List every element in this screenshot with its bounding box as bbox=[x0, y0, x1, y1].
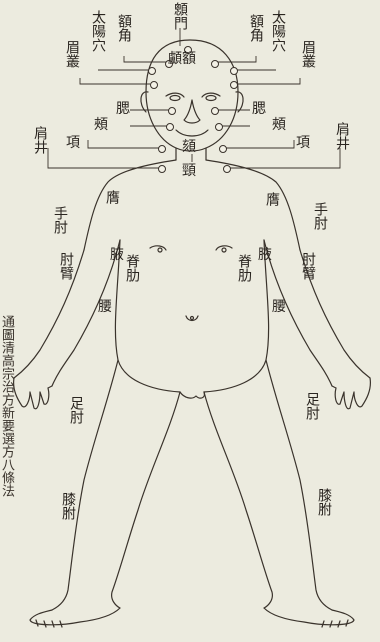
label-sai-right: 腮 bbox=[252, 102, 266, 117]
label-zu-zhou-right: 足肘 bbox=[304, 392, 319, 420]
label-lu-e: 顱額 bbox=[168, 52, 196, 67]
left-leg-outer bbox=[52, 360, 118, 610]
label-sai-left: 腮 bbox=[116, 102, 130, 117]
label-shou-zhou-left: 手肘 bbox=[52, 206, 67, 234]
label-jian-jing-right: 肩井 bbox=[334, 122, 349, 150]
point-xiang-left bbox=[158, 145, 166, 153]
label-xiang-left: 項 bbox=[66, 136, 80, 151]
label-mei-cong-left: 眉叢 bbox=[64, 40, 79, 68]
label-ji-lei-right: 脊肋 bbox=[236, 254, 251, 282]
torso-right bbox=[206, 160, 300, 250]
label-xin-men: 顖門 bbox=[172, 2, 187, 30]
point-jian-jing-right bbox=[223, 165, 231, 173]
point-mei-cong-left bbox=[150, 81, 158, 89]
left-leg-inner bbox=[112, 392, 180, 608]
point-xiang-right bbox=[219, 145, 227, 153]
point-sai-right bbox=[211, 107, 219, 115]
side-text: 通圖清高宗治方新要選方八條法 bbox=[0, 315, 14, 638]
torso-left bbox=[84, 160, 176, 250]
label-tui-right: 膝胕 bbox=[316, 488, 331, 516]
label-ying-right: 膺 bbox=[264, 192, 279, 206]
point-sai-left bbox=[168, 107, 176, 115]
label-xiang-right: 項 bbox=[296, 136, 310, 151]
right-leg-inner bbox=[204, 392, 272, 608]
label-tui-left: 膝胕 bbox=[60, 492, 75, 520]
label-tai-yang-left: 太陽穴 bbox=[90, 10, 105, 52]
label-e-jiao-right: 額角 bbox=[248, 14, 263, 42]
label-jing: 頸 bbox=[182, 164, 196, 179]
label-mei-cong-right: 眉叢 bbox=[300, 40, 315, 68]
label-ye-right: 腋 bbox=[258, 248, 272, 263]
point-tai-yang-left bbox=[148, 67, 156, 75]
label-tai-yang-right: 太陽穴 bbox=[270, 10, 285, 52]
label-yao-left: 腰 bbox=[98, 300, 112, 315]
right-leg-outer bbox=[266, 360, 332, 610]
label-e-jiao-left: 額角 bbox=[116, 14, 131, 42]
label-ke: 頦 bbox=[182, 140, 196, 155]
label-zhou-bi-right: 肘臂 bbox=[300, 252, 315, 280]
label-yao-right: 腰 bbox=[272, 300, 286, 315]
label-shou-zhou-right: 手肘 bbox=[312, 202, 327, 230]
point-e-jiao-right bbox=[211, 60, 219, 68]
label-jia-left: 頰 bbox=[94, 118, 108, 133]
point-tai-yang-right bbox=[230, 67, 238, 75]
label-zu-zhou-left: 足肘 bbox=[68, 396, 83, 424]
label-ye-left: 腋 bbox=[110, 248, 124, 263]
point-jia-left bbox=[166, 123, 174, 131]
label-ji-lei-left: 脊肋 bbox=[124, 254, 139, 282]
label-jia-right: 頰 bbox=[272, 118, 286, 133]
label-jian-jing-left: 肩井 bbox=[32, 126, 47, 154]
label-zhou-bi-left: 肘臂 bbox=[58, 252, 73, 280]
point-mei-cong-right bbox=[230, 81, 238, 89]
point-jia-right bbox=[215, 123, 223, 131]
label-ying-left: 膺 bbox=[104, 190, 119, 204]
point-jian-jing-left bbox=[158, 165, 166, 173]
